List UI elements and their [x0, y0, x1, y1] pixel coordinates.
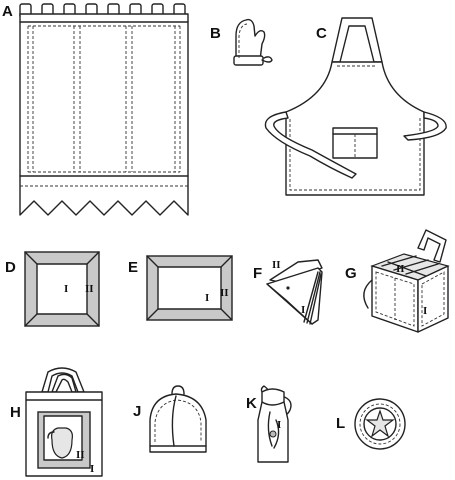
label-d: D — [5, 259, 16, 276]
piece-g-2: I — [423, 305, 427, 317]
item-d-square-frame: D I II — [5, 251, 100, 327]
carrier-handle — [417, 229, 447, 263]
piece-f-1: II — [272, 259, 281, 271]
item-g-bottle-carrier: G II I — [345, 229, 450, 333]
cosy-body — [149, 393, 207, 453]
label-f: F — [253, 265, 262, 282]
piece-d-1: I — [64, 283, 68, 295]
piece-f-2: I — [301, 304, 305, 316]
apron-neck-strap — [331, 17, 383, 63]
label-c: C — [316, 25, 327, 42]
coaster-star — [365, 409, 395, 438]
piece-h-1: II — [76, 449, 85, 461]
item-a-curtain: A — [2, 3, 189, 216]
item-e-rect-frame: E I II — [128, 255, 233, 321]
label-h: H — [10, 404, 21, 421]
mitt-body — [235, 18, 266, 61]
apron-tie-right — [403, 111, 447, 141]
label-l: L — [336, 415, 345, 432]
piece-e-2: II — [220, 287, 229, 299]
item-h-tote-bag: H II I — [10, 367, 103, 477]
item-j-tea-cosy: J — [133, 385, 207, 453]
item-l-coaster: L — [336, 398, 406, 450]
label-g: G — [345, 265, 357, 282]
label-j: J — [133, 403, 141, 420]
piece-g-1: II — [396, 263, 405, 275]
label-b: B — [210, 25, 221, 42]
piece-k-1: I — [277, 419, 281, 431]
label-k: K — [246, 395, 257, 412]
item-b-oven-mitt: B — [210, 18, 273, 66]
curtain-panel — [19, 13, 189, 216]
item-c-apron: C — [264, 17, 447, 196]
piece-h-2: I — [90, 463, 94, 475]
apron-tie-left — [264, 111, 357, 179]
item-f-accordion-file: F II I — [253, 259, 323, 325]
piece-d-2: II — [85, 283, 94, 295]
piece-e-1: I — [205, 292, 209, 304]
label-e: E — [128, 259, 138, 276]
apron-pocket — [332, 127, 378, 159]
bottle-bag-body — [257, 388, 289, 463]
label-a: A — [2, 3, 13, 20]
item-k-bottle-bag: K I — [246, 385, 292, 463]
tote-jug-icon — [51, 427, 73, 459]
